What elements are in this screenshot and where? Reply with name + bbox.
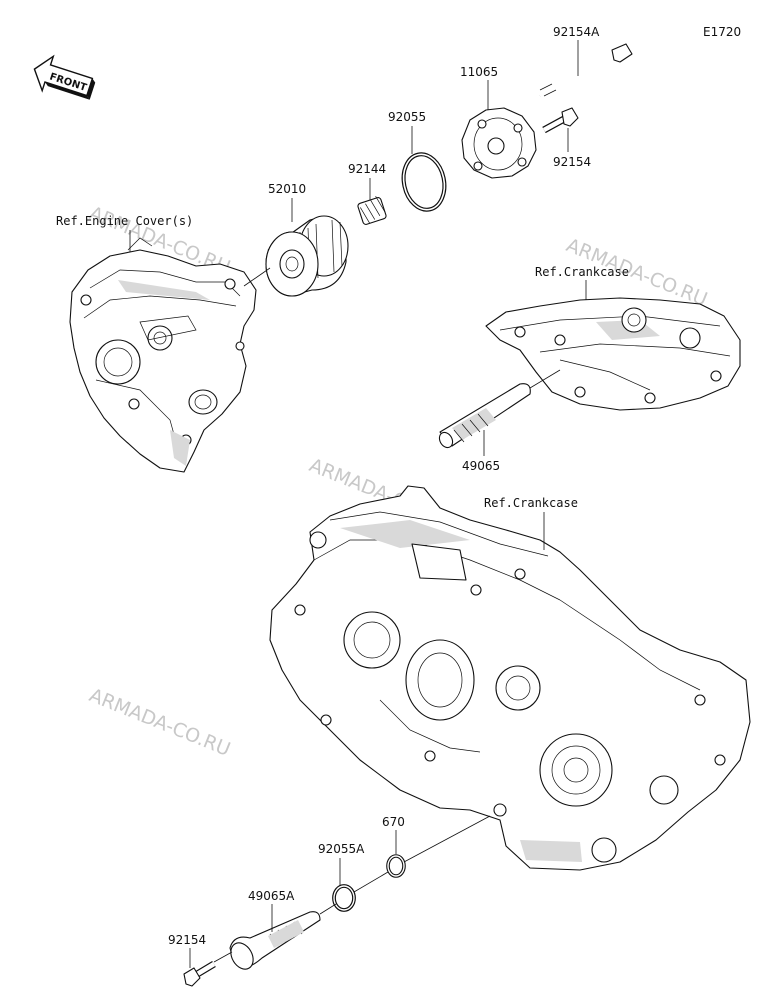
crankcase-lower-illustration (269, 485, 751, 871)
part-52010-oil-filter[interactable] (265, 215, 349, 297)
watermark-4: ARMADA-CO.RU (86, 684, 233, 761)
ref-engine-cover-label: Ref.Engine Cover(s) (56, 214, 193, 228)
part-label-92144: 92144 (348, 162, 386, 176)
part-label-92055A: 92055A (318, 842, 365, 856)
part-92144-spring[interactable] (357, 195, 387, 225)
engine-cover-illustration (69, 237, 257, 473)
part-92055-o-ring[interactable] (399, 150, 450, 213)
front-arrow-icon: FRONT (33, 54, 96, 100)
part-label-49065: 49065 (462, 459, 500, 473)
part-92055A-o-ring[interactable] (332, 884, 356, 912)
crankcase-upper-illustration (485, 297, 741, 411)
part-49065A-strainer[interactable] (226, 911, 321, 973)
part-label-52010: 52010 (268, 182, 306, 196)
part-92154A-bolt[interactable] (539, 43, 633, 98)
part-label-670: 670 (382, 815, 405, 829)
part-label-92154-bottom: 92154 (168, 933, 206, 947)
part-11065-cover[interactable] (461, 107, 537, 179)
part-49065-strainer[interactable] (437, 383, 531, 450)
part-label-49065A: 49065A (248, 889, 295, 903)
part-label-92154A: 92154A (553, 25, 600, 39)
part-label-11065: 11065 (460, 65, 498, 79)
part-label-92154-top: 92154 (553, 155, 591, 169)
part-92154-bottom-bolt[interactable] (183, 960, 216, 987)
ref-crankcase-lower-label: Ref.Crankcase (484, 496, 578, 510)
part-label-92055: 92055 (388, 110, 426, 124)
part-670-o-ring[interactable] (386, 854, 406, 878)
diagram-code: E1720 (703, 25, 741, 39)
ref-crankcase-upper-label: Ref.Crankcase (535, 265, 629, 279)
part-92154-top-bolt[interactable] (542, 107, 579, 134)
